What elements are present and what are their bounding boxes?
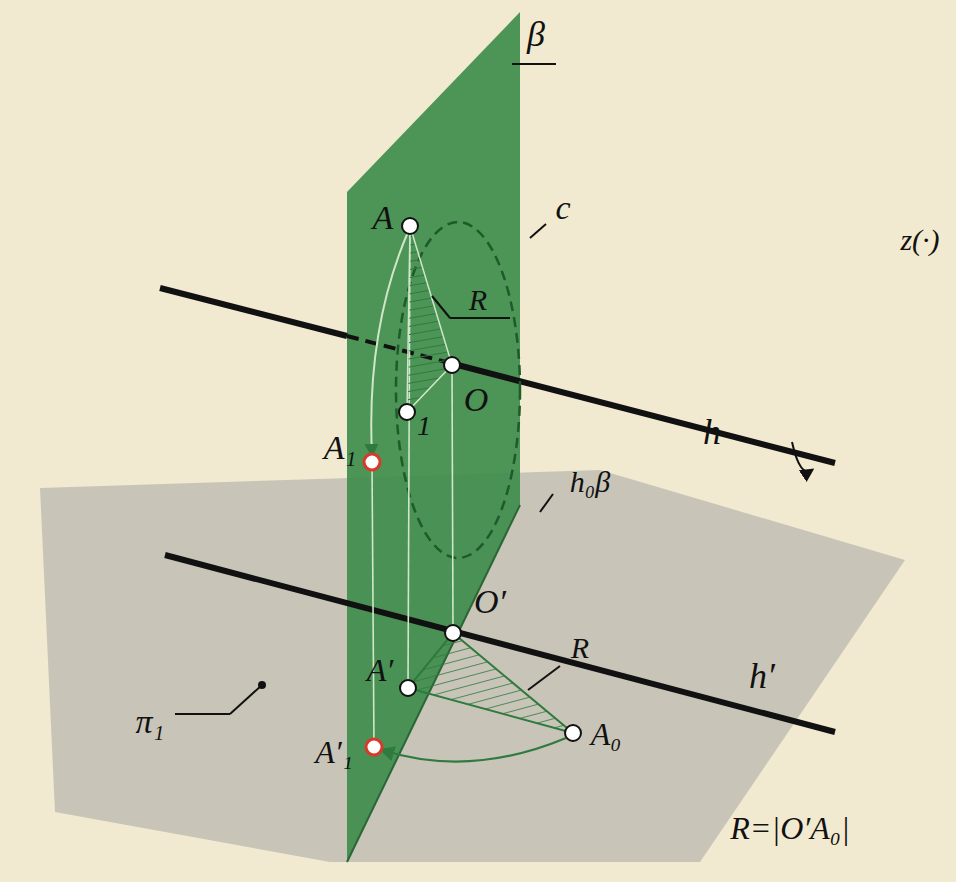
point-label: 1 [417, 412, 431, 440]
line-label: h′ [749, 658, 775, 694]
formula-label: R=|O′A₀| [730, 812, 850, 844]
trace-label: h₀β [570, 467, 610, 497]
plane-label: π₁ [136, 705, 165, 739]
point-label: A′ [367, 654, 394, 686]
point-label: O′ [474, 585, 506, 619]
vertical-plane [347, 12, 520, 862]
line-h-prime [165, 555, 835, 732]
point-label: A [373, 201, 394, 235]
point-label: O [464, 383, 489, 417]
radius-label: R [571, 633, 589, 663]
curve-label: c [555, 191, 570, 225]
note-label: z(·) [900, 225, 939, 255]
point-label: A₀ [591, 718, 622, 750]
radius-label: R [469, 285, 487, 315]
point-label: A₁ [324, 431, 357, 465]
line-label: h [703, 414, 721, 450]
point-label: A′₁ [315, 736, 353, 768]
plane-label: β [527, 16, 545, 52]
rotation-circle [396, 222, 520, 558]
